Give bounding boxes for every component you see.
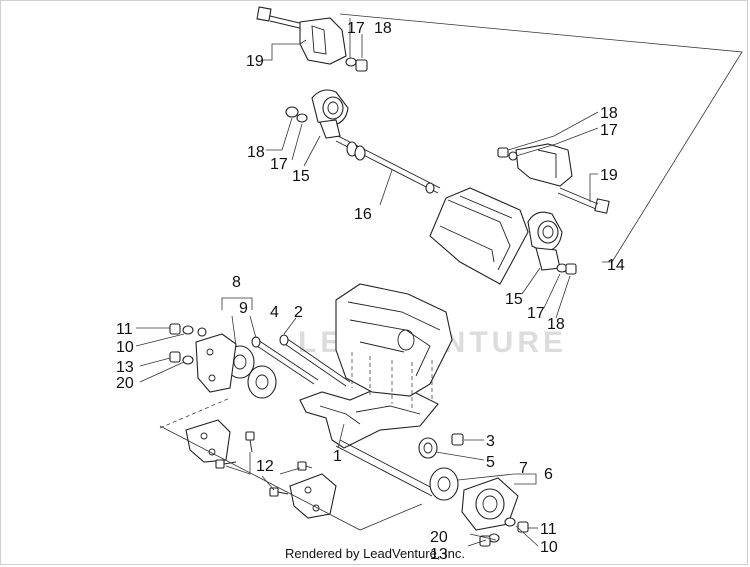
nut-13-right	[479, 535, 491, 547]
lower-plate-right	[159, 425, 423, 531]
callout-4: 4	[270, 304, 279, 321]
callout-17: 17	[527, 305, 545, 322]
callout-19: 19	[246, 53, 264, 70]
washer-10-right	[504, 517, 516, 527]
callout-11: 11	[540, 521, 557, 538]
silent-block-right	[527, 211, 563, 271]
callout-10: 10	[540, 539, 558, 556]
nut-13-left	[169, 351, 181, 363]
callout-9: 9	[239, 300, 248, 317]
callout-2: 2	[294, 304, 303, 321]
callout-3: 3	[486, 433, 495, 450]
callout-10: 10	[116, 339, 134, 356]
callout-5: 5	[486, 454, 495, 471]
nut-18-left	[285, 106, 299, 118]
washer-20-left	[182, 355, 194, 365]
callout-11: 11	[116, 321, 133, 338]
callout-15: 15	[505, 291, 523, 308]
pin-2	[279, 334, 351, 387]
nut-11-right	[517, 521, 529, 533]
callout-15: 15	[292, 168, 310, 185]
nut-18-bottom	[565, 263, 577, 275]
bushing-5	[418, 437, 438, 459]
lower-swingarm-assembly	[159, 283, 529, 547]
callout-13: 13	[430, 546, 448, 563]
shroud-housing	[429, 187, 529, 285]
callout-19: 19	[600, 167, 618, 184]
callout-17: 17	[347, 20, 365, 37]
washer-17-top	[345, 57, 357, 67]
nut-18-top	[355, 59, 368, 72]
callout-12: 12	[256, 458, 274, 475]
upper-bracket-left	[299, 17, 347, 65]
callout-20: 20	[116, 375, 134, 392]
callout-13: 13	[116, 359, 134, 376]
pin-4	[251, 336, 319, 385]
nut-11-left	[169, 323, 181, 335]
callout-1: 1	[333, 448, 342, 465]
nut-3	[451, 433, 464, 446]
bracket-plate-right	[461, 477, 519, 531]
bracket-plate-left	[195, 333, 237, 393]
bolts-12	[215, 431, 313, 497]
callout-7: 7	[519, 460, 528, 477]
callout-labels: 19 17 18 18 17 15 16 18 17 19 14 15 17 1…	[116, 20, 625, 563]
rendered-by-footer: Rendered by LeadVenture, Inc.	[285, 546, 465, 561]
bushing-7-right	[429, 467, 459, 501]
callout-18: 18	[247, 144, 265, 161]
callout-20: 20	[430, 529, 448, 546]
upper-mount-assembly	[256, 6, 743, 285]
callout-17: 17	[600, 122, 618, 139]
nut-18-right	[497, 147, 509, 158]
silent-block-left	[311, 89, 349, 139]
leader-lines	[135, 18, 599, 547]
callout-8: 8	[232, 274, 241, 291]
callout-17: 17	[270, 156, 288, 173]
callout-14: 14	[607, 257, 625, 274]
callout-18: 18	[547, 316, 565, 333]
callout-6: 6	[544, 466, 553, 483]
callout-18: 18	[374, 20, 392, 37]
washer-10b-left	[197, 327, 207, 337]
shaft-16	[335, 135, 441, 194]
washer-17-left	[296, 113, 308, 123]
washer-17-right	[508, 151, 518, 161]
lower-plate-left	[159, 397, 231, 463]
upper-bracket-right	[515, 143, 610, 214]
callout-18: 18	[600, 105, 618, 122]
washer-10-left	[182, 325, 194, 335]
swingarm-1	[299, 387, 439, 497]
callout-16: 16	[354, 206, 372, 223]
engine-casing	[335, 283, 453, 397]
